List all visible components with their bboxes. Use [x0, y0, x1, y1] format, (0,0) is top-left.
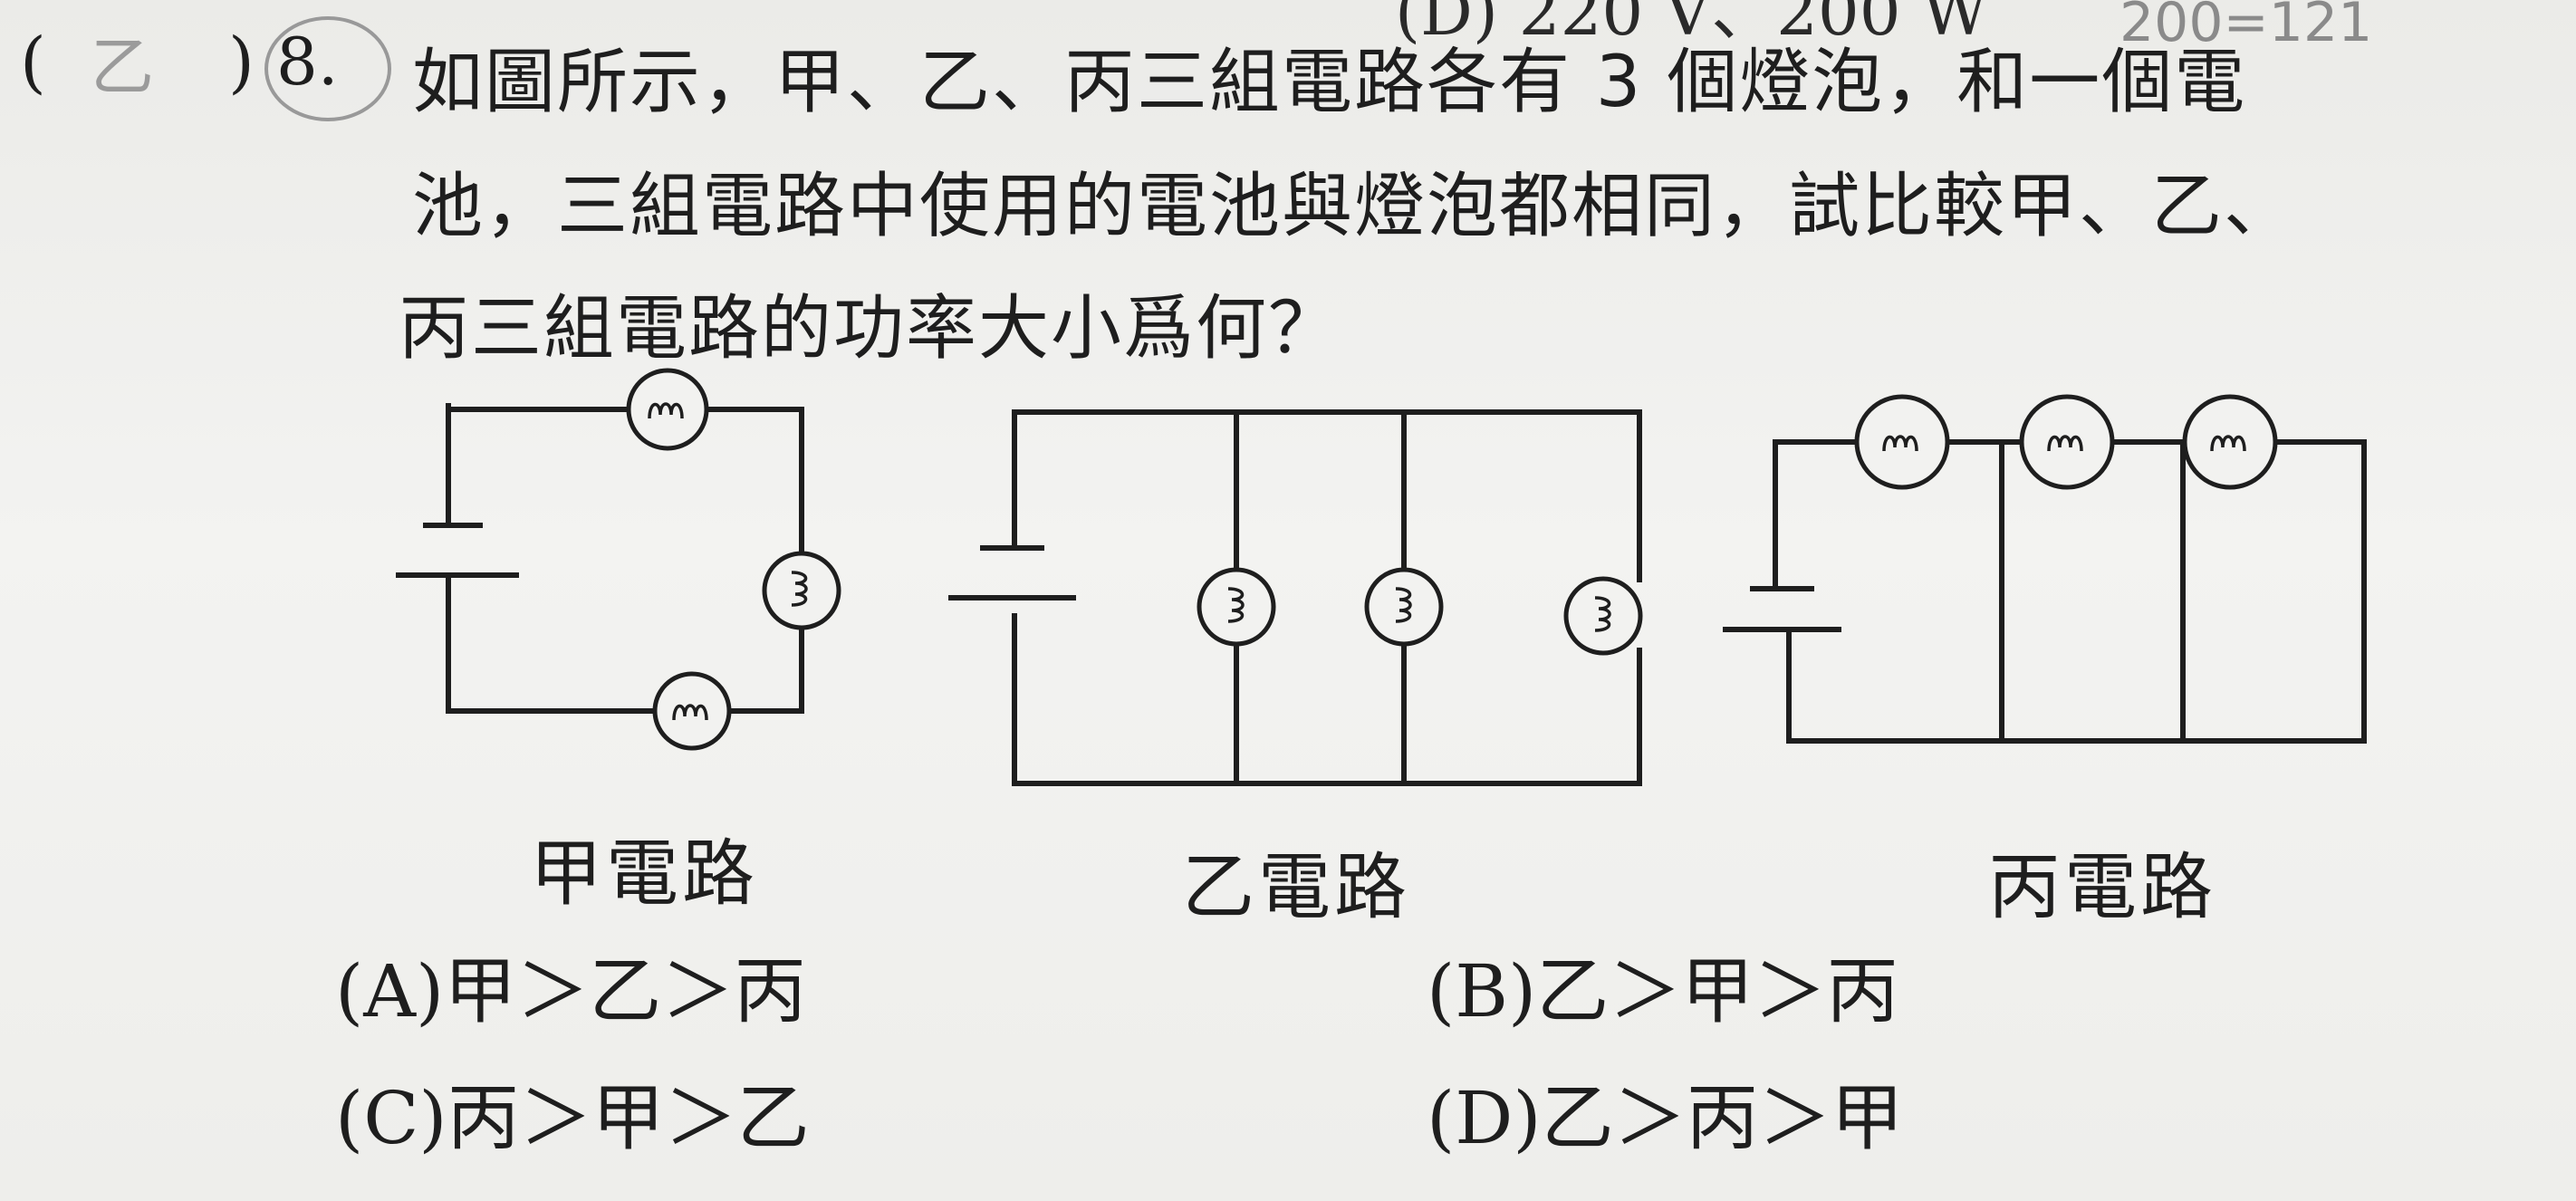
option-letter: (A) — [335, 949, 445, 1033]
answer-paren-open: ( — [20, 24, 46, 101]
answer-paren-close: ) — [228, 24, 255, 101]
option-text: 乙＞甲＞丙 — [1536, 949, 1899, 1033]
question-number: 8. — [276, 24, 339, 100]
handwritten-answer: 乙 — [91, 30, 154, 104]
handwritten-calculation: 200=121 — [2119, 0, 2373, 54]
option-letter: (D) — [1427, 1076, 1542, 1160]
bulb-icon — [1854, 394, 1950, 490]
bulb-icon — [1364, 567, 1444, 647]
question-text-line-1: 如圖所示，甲、乙、丙三組電路各有 3 個燈泡，和一個電 — [412, 42, 2247, 123]
circuit-yi — [948, 409, 1643, 786]
circuit-label-yi: 乙電路 — [1182, 845, 1410, 929]
option-text: 丙＞甲＞乙 — [447, 1076, 810, 1160]
bulb-icon — [762, 551, 841, 630]
option-c: (C)丙＞甲＞乙 — [335, 1060, 810, 1165]
bulb-icon — [2182, 394, 2278, 490]
circuit-jia — [396, 368, 841, 751]
circuit-label-bing: 丙電路 — [1988, 845, 2216, 929]
question-text-line-2: 池，三組電路中使用的電池與燈泡都相同，試比較甲、乙、 — [412, 166, 2297, 247]
bulb-icon — [1563, 576, 1643, 656]
question-text-line-3: 丙三組電路的功率大小爲何？ — [399, 288, 1341, 370]
bulb-icon — [652, 671, 732, 751]
option-text: 乙＞丙＞甲 — [1541, 1076, 1904, 1160]
option-b: (B)乙＞甲＞丙 — [1427, 933, 1898, 1038]
circuit-bing — [1723, 394, 2367, 744]
bulb-icon — [626, 368, 709, 451]
bulb-icon — [2019, 394, 2115, 490]
circuit-label-jia: 甲電路 — [530, 831, 758, 916]
option-letter: (C) — [335, 1076, 447, 1160]
option-d: (D)乙＞丙＞甲 — [1427, 1060, 1904, 1165]
question-number-circle — [264, 16, 391, 121]
option-letter: (B) — [1427, 949, 1537, 1033]
bulb-icon — [1197, 567, 1276, 647]
option-text: 甲＞乙＞丙 — [444, 949, 807, 1033]
option-a: (A)甲＞乙＞丙 — [335, 933, 806, 1038]
previous-question-option-fragment: (D) 220 V、200 W — [1395, 0, 1989, 50]
